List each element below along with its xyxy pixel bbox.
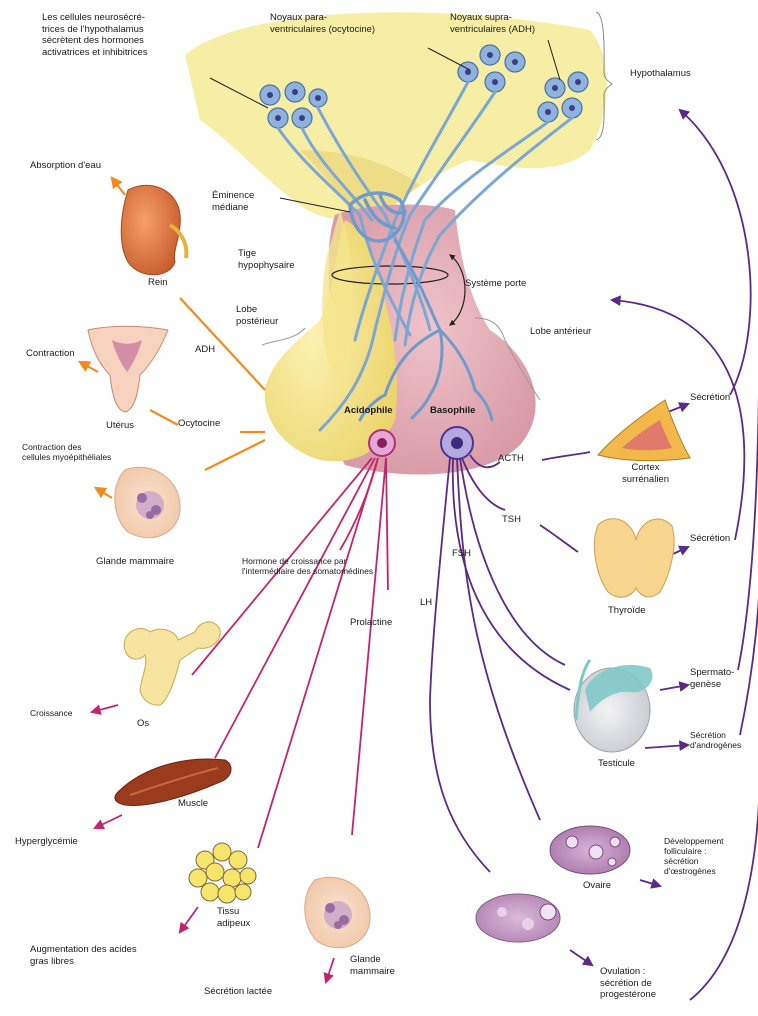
acidophil-label: Acidophile: [344, 405, 393, 417]
testis-illustration: [574, 660, 652, 752]
anterior-lobe-label: Lobe antérieur: [530, 326, 591, 338]
uterus-label: Utérus: [106, 420, 134, 432]
secretion-label-adrenal: Sécrétion: [690, 392, 730, 404]
water-absorption-label: Absorption d'eau: [30, 160, 101, 172]
milk-secretion-label: Sécrétion lactée: [204, 986, 272, 998]
paraventricular-nuclei-label: Noyaux para- ventriculaires (ocytocine): [270, 12, 375, 35]
ovulation-label: Ovulation : sécrétion de progestérone: [600, 966, 656, 1001]
neurosecretory-cells-note: Les cellules neurosécré- trices de l'hyp…: [42, 12, 242, 58]
adh-label: ADH: [195, 344, 215, 356]
myoepithelial-contraction-label: Contraction des cellules myoépithéliales: [22, 442, 111, 462]
ovary-ovulation-illustration: [476, 894, 560, 942]
mammary-gland-illustration-lower: [305, 877, 370, 947]
adrenal-cortex-label: Cortex surrénalien: [622, 462, 669, 485]
kidney-illustration: [121, 185, 186, 274]
fsh-label: FSH: [452, 548, 471, 560]
contraction-label: Contraction: [26, 348, 75, 360]
kidney-label: Rein: [148, 277, 168, 289]
hypothalamus-label: Hypothalamus: [630, 68, 691, 80]
spermatogenesis-label: Spermato- genèse: [690, 667, 734, 690]
androgen-secretion-label: Sécrétion d'androgènes: [690, 730, 741, 750]
acidophil-cell: [369, 430, 395, 456]
bone-label: Os: [137, 718, 149, 730]
ovary-illustration: [550, 826, 630, 874]
mammary-gland-label-upper: Glande mammaire: [96, 556, 174, 568]
posterior-lobe-label: Lobe postérieur: [236, 304, 278, 327]
acth-label: ACTH: [498, 453, 524, 465]
adipose-tissue-label: Tissu adipeux: [217, 906, 250, 929]
bone-illustration: [124, 622, 220, 705]
ovary-label: Ovaire: [583, 880, 611, 892]
muscle-label: Muscle: [178, 798, 208, 810]
acidophil-pathway-lines: [192, 458, 388, 848]
secretion-label-thyroid: Sécrétion: [690, 533, 730, 545]
mammary-gland-illustration-upper: [115, 467, 180, 537]
basophil-label: Basophile: [430, 405, 475, 417]
muscle-illustration: [115, 759, 231, 805]
lh-label: LH: [420, 597, 432, 609]
testis-label: Testicule: [598, 758, 635, 770]
uterus-illustration: [88, 326, 168, 412]
thyroid-illustration: [594, 519, 674, 598]
growth-hormone-label: Hormone de croissance par l'intermédiair…: [242, 556, 373, 576]
basophil-cell: [441, 427, 473, 459]
follicular-development-label: Développement folliculaire : sécrétion d…: [664, 836, 724, 876]
hyperglycemia-label: Hyperglycémie: [15, 836, 78, 848]
prolactin-label: Prolactine: [350, 617, 392, 629]
growth-label: Croissance: [30, 708, 73, 718]
fatty-acids-label: Augmentation des acides gras libres: [30, 944, 137, 967]
adipose-illustration: [189, 843, 256, 903]
supraoptic-nuclei-label: Noyaux supra- ventriculaires (ADH): [450, 12, 535, 35]
portal-system-label: Système porte: [465, 278, 526, 290]
median-eminence-label: Éminence médiane: [212, 190, 254, 213]
thyroid-label: Thyroïde: [608, 605, 646, 617]
mammary-gland-label-lower: Glande mammaire: [350, 954, 395, 977]
pituitary-stalk-label: Tige hypophysaire: [238, 248, 295, 271]
oxytocin-label: Ocytocine: [178, 418, 220, 430]
tsh-label: TSH: [502, 514, 521, 526]
